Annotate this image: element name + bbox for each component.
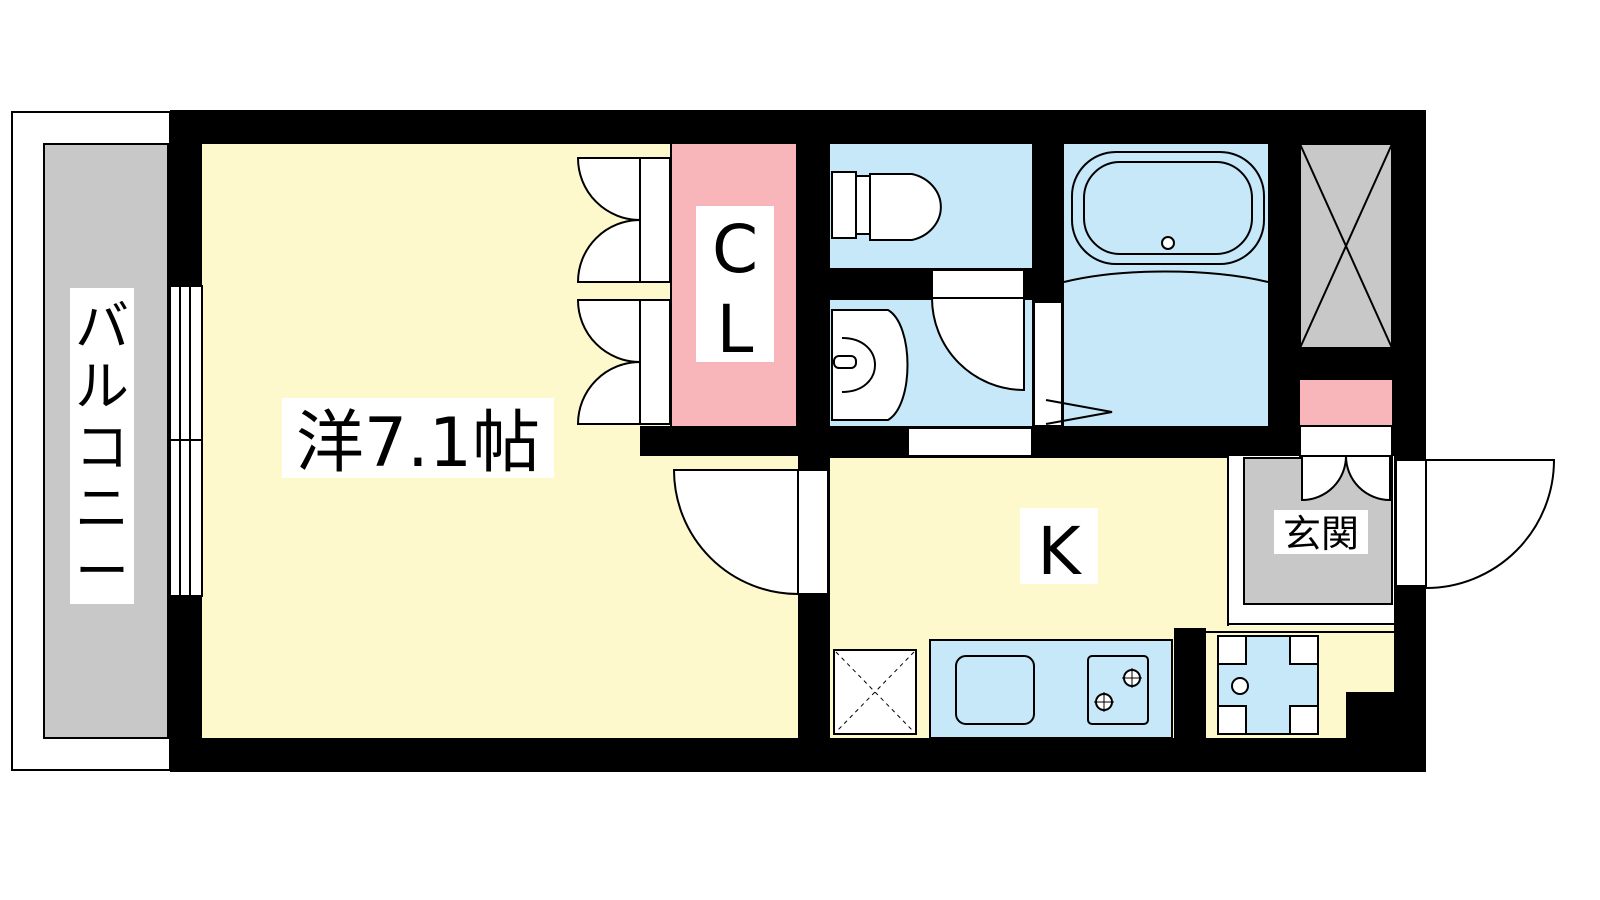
kitchen-counter	[929, 639, 1173, 739]
entrance-door	[1395, 459, 1556, 590]
shoe-box-doors	[1299, 425, 1393, 502]
closet-label-c: C	[712, 211, 758, 288]
wash-basin	[831, 309, 909, 421]
refrigerator-space	[833, 649, 917, 735]
balcony-window	[169, 285, 203, 597]
entrance-label: 玄関	[1283, 512, 1359, 556]
balcony-char-2: ル	[75, 355, 129, 418]
balcony-char-1: バ	[75, 295, 129, 358]
balcony: バ ル コ ニ ー	[11, 111, 171, 771]
western-room-label: 洋7.1帖	[296, 404, 540, 483]
storage-cross	[1299, 143, 1393, 349]
toilet	[831, 171, 942, 241]
kitchen-wall-stub	[1174, 628, 1206, 738]
bathtub	[1063, 151, 1269, 283]
balcony-char-5: ー	[75, 540, 129, 603]
balcony-char-4: ニ	[75, 477, 129, 540]
closet-doors	[576, 157, 671, 425]
closet-label-l: L	[717, 291, 754, 368]
door-bathroom	[1033, 301, 1113, 427]
pillar	[1346, 692, 1394, 738]
door-room-kitchen	[672, 469, 829, 596]
balcony-char-3: コ	[75, 416, 129, 479]
kitchen-label: K	[1037, 513, 1082, 590]
shoe-box	[1300, 380, 1392, 426]
door-washroom	[907, 269, 1033, 457]
washing-machine	[1217, 635, 1319, 735]
